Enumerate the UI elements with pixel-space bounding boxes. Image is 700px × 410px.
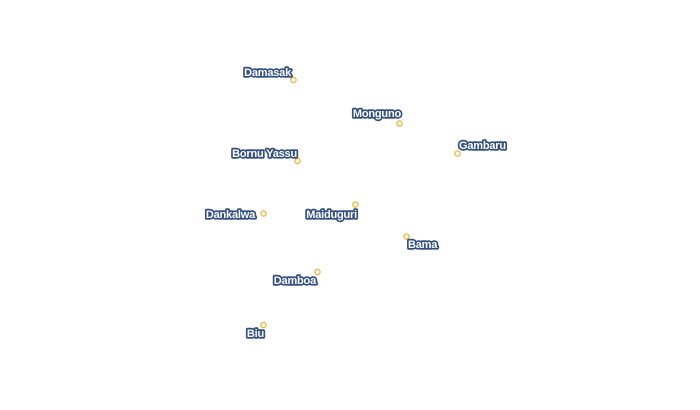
city-marker-maiduguri[interactable] [352,201,359,208]
city-marker-gambaru[interactable] [454,150,461,157]
city-label-bornu-yassu: Bornu Yassu [232,148,297,160]
city-label-dankalwa: Dankalwa [206,209,256,221]
city-label-gambaru: Gambaru [459,140,506,152]
city-label-damasak: Damasak [244,67,292,79]
city-marker-damboa[interactable] [314,268,321,276]
city-marker-biu[interactable] [260,321,267,329]
city-marker-bama[interactable] [403,233,410,240]
city-marker-monguno[interactable] [396,120,403,127]
city-biu[interactable]: Biu [245,321,267,342]
city-bama[interactable]: Bama [403,233,440,253]
city-label-bama: Bama [408,239,438,251]
city-damasak[interactable]: Damasak [242,65,297,84]
city-label-maiduguri: Maiduguri [306,209,357,221]
city-damboa[interactable]: Damboa [272,268,321,289]
city-label-damboa: Damboa [274,275,317,287]
city-monguno[interactable]: Monguno [351,106,403,127]
city-maiduguri[interactable]: Maiduguri [305,201,359,223]
city-label-biu: Biu [247,328,264,340]
city-gambaru[interactable]: Gambaru [454,138,508,157]
city-bornu-yassu[interactable]: Bornu Yassu [230,146,301,165]
city-dankalwa[interactable]: Dankalwa [204,207,267,223]
city-marker-dankalwa[interactable] [260,210,267,217]
city-label-monguno: Monguno [353,108,402,120]
city-marker-damasak[interactable] [290,76,297,84]
city-marker-bornu-yassu[interactable] [294,157,301,165]
